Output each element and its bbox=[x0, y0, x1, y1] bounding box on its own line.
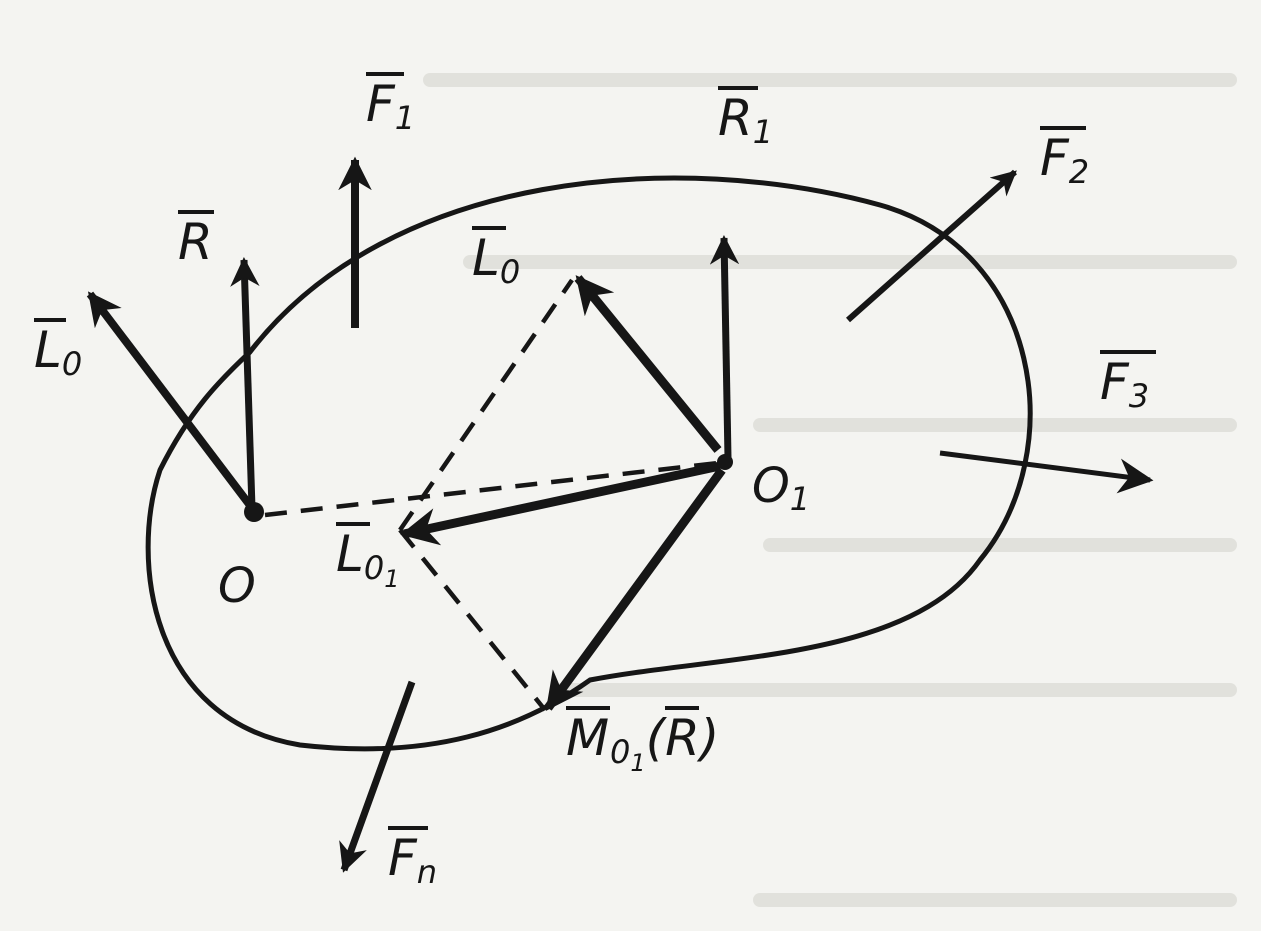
point-o1 bbox=[717, 454, 733, 470]
label-r: R bbox=[178, 210, 214, 267]
overbar bbox=[718, 86, 758, 90]
dashed-line-o-to-o1 bbox=[264, 460, 719, 518]
moment-argument: R bbox=[665, 706, 700, 763]
vector-f2 bbox=[846, 169, 1017, 323]
label-f2: F2 bbox=[1040, 126, 1089, 188]
vector-r1-at-o1 bbox=[709, 235, 740, 459]
overbar bbox=[388, 826, 428, 830]
label-point-o1: O1 bbox=[752, 458, 811, 518]
vector-r-at-o bbox=[230, 257, 260, 509]
label-f1: F1 bbox=[366, 72, 415, 134]
paren-open: ( bbox=[645, 709, 666, 767]
label-l0-left: L0 bbox=[34, 318, 82, 380]
overbar bbox=[336, 522, 370, 526]
paren-close: ) bbox=[699, 709, 720, 767]
vector-f3 bbox=[939, 450, 1154, 494]
construction-lines bbox=[264, 278, 719, 712]
label-fn: Fn bbox=[388, 826, 437, 888]
dashed-line-lo1-to-lo bbox=[398, 278, 574, 532]
overbar bbox=[1040, 126, 1086, 130]
label-moment-o1-r: M 01(R) bbox=[566, 706, 719, 775]
vector-l0-at-o1 bbox=[574, 275, 722, 453]
dashed-line-lo1-to-moment bbox=[398, 528, 547, 712]
overbar bbox=[178, 210, 214, 214]
label-point-o: O bbox=[218, 558, 256, 614]
rigid-body-outline bbox=[145, 175, 1033, 752]
label-l0-mid: L0 bbox=[472, 226, 520, 288]
label-f3: F3 bbox=[1100, 350, 1156, 412]
point-o bbox=[244, 502, 264, 522]
overbar bbox=[34, 318, 66, 322]
overbar bbox=[566, 706, 610, 710]
vector-moment-at-o1 bbox=[544, 467, 726, 712]
overbar bbox=[665, 706, 700, 710]
overbar bbox=[1100, 350, 1156, 354]
label-lo1: L01 bbox=[336, 522, 400, 591]
vector-lo1-at-o1 bbox=[400, 461, 721, 546]
moment-symbol: M bbox=[566, 706, 610, 763]
vector-l0-at-o bbox=[86, 291, 256, 511]
overbar bbox=[366, 72, 404, 76]
vector-fn bbox=[339, 680, 416, 873]
overbar bbox=[472, 226, 506, 230]
label-r1: R1 bbox=[718, 86, 773, 148]
